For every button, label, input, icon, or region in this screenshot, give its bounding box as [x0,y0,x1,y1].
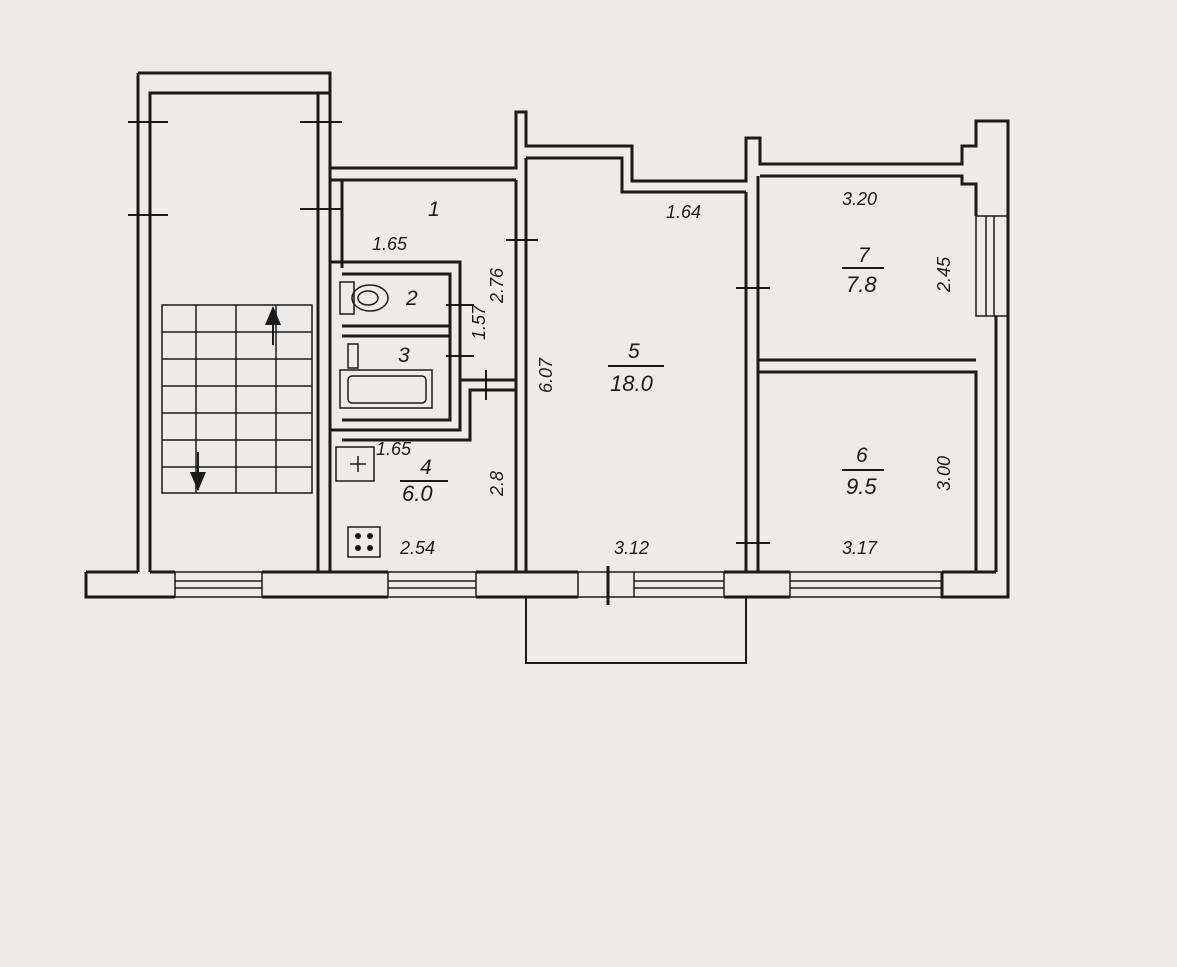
stairwell [128,71,342,572]
dim-hall-depth: 2.76 [487,267,507,304]
dim-room6-depth: 3.00 [934,456,954,491]
outer-walls [84,110,1010,599]
balcony-door [577,566,725,605]
window-room6 [789,571,943,598]
dim-kitchen-width-top: 1.65 [376,439,412,459]
room-7-area: 7.8 [846,272,877,297]
window-kitchen [387,571,477,598]
stair-down-arrow [190,452,206,491]
dim-living-width-top: 1.64 [666,202,701,222]
room-6-label: 6 9.5 [842,444,884,499]
dim-living-depth: 6.07 [536,357,556,393]
window-stair [174,571,263,598]
room-5-number: 5 [628,340,640,363]
dim-kitchen-depth: 2.8 [487,471,507,497]
bathtub [339,343,433,409]
dim-hall-width: 1.65 [372,234,408,254]
stove [347,526,381,558]
interior-walls [330,158,978,572]
room-5-label: 5 18.0 [608,340,664,396]
dim-room7-depth: 2.45 [934,256,954,293]
dim-room7-width: 3.20 [842,189,877,209]
sink [335,446,375,482]
room-6-number: 6 [856,444,868,467]
room-2-number: 2 [405,287,418,310]
room-1-number: 1 [428,198,440,221]
room-7-label: 7 7.8 [842,244,884,297]
room-4-area: 6.0 [402,481,433,506]
windows [174,215,1009,605]
window-room7 [975,215,1009,317]
room-4-label: 4 6.0 [400,456,448,506]
balcony [525,597,747,664]
dim-bath-depth: 1.57 [469,304,489,340]
room-3-number: 3 [398,344,410,367]
room-5-area: 18.0 [610,371,654,396]
dim-room6-width: 3.17 [842,538,878,558]
room-4-number: 4 [420,456,432,479]
dim-living-width: 3.12 [614,538,649,558]
room-6-area: 9.5 [846,474,877,499]
room-7-number: 7 [858,244,871,267]
dim-kitchen-width: 2.54 [399,538,435,558]
stair-up-arrow [265,306,281,345]
toilet [339,281,389,315]
